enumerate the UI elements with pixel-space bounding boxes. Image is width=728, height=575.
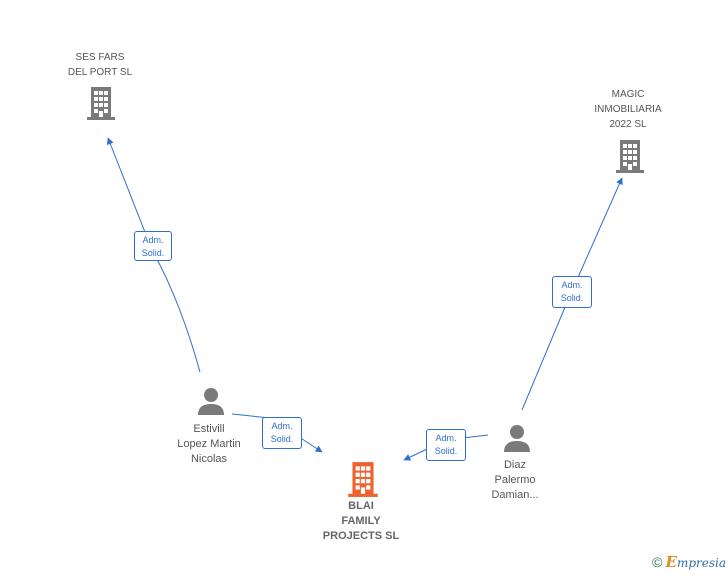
edge-label-diaz-magic: Adm. Solid. [552,276,592,308]
edge-label-estivill-blai: Adm. Solid. [262,417,302,449]
brand-logo: Empresia [665,553,727,571]
building-icon[interactable] [85,85,117,121]
node-label-blai[interactable]: BLAI FAMILY PROJECTS SL [322,500,400,542]
edge-label-diaz-blai: Adm. Solid. [426,429,466,461]
edge-label-estivill-ses: Adm. Solid. [134,231,172,261]
node-label-magic[interactable]: MAGIC INMOBILIARIA 2022 SL [594,89,662,130]
copyright-symbol: © [652,554,663,570]
node-label-diaz[interactable]: Diaz Palermo Damian... [491,459,539,501]
person-icon[interactable] [502,423,532,453]
person-icon[interactable] [196,386,226,416]
node-label-ses-fars[interactable]: SES FARS DEL PORT SL [67,52,133,78]
building-icon[interactable] [346,460,380,498]
building-icon[interactable] [614,138,646,174]
node-label-estivill[interactable]: Estivill Lopez Martin Nicolas [177,423,241,465]
footer-brand: ©Empresia [652,553,726,571]
